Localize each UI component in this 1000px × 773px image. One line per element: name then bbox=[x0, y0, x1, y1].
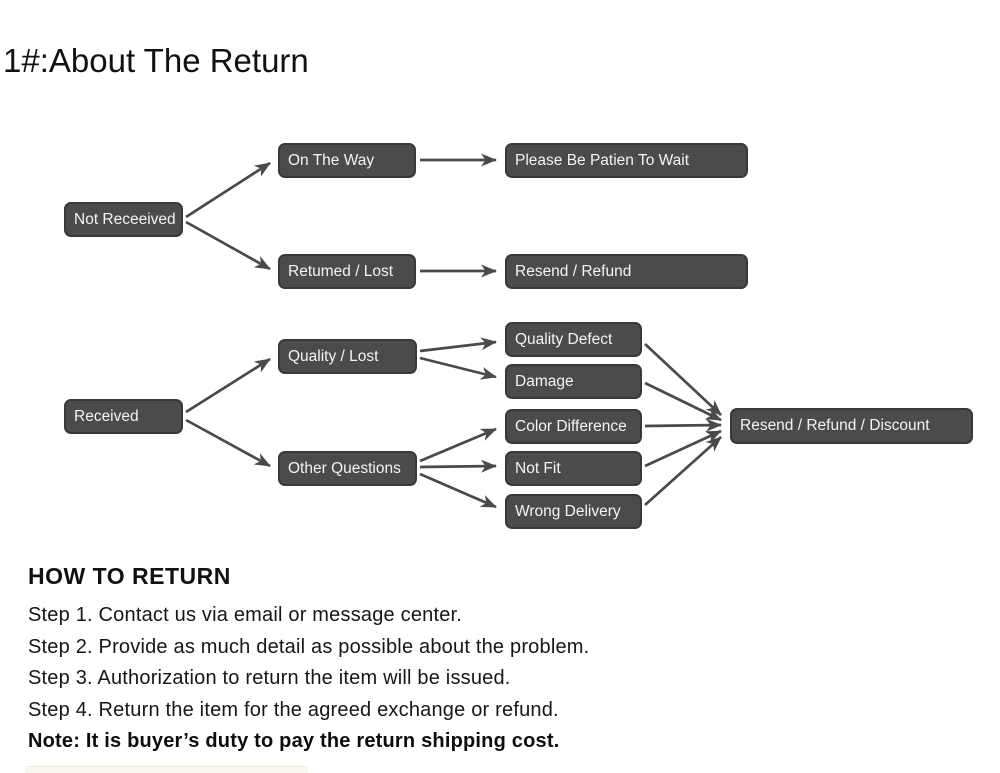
node-damage: Damage bbox=[505, 364, 642, 399]
node-other-questions: Other Questions bbox=[278, 451, 417, 486]
page-title: 1#:About The Return bbox=[3, 42, 309, 80]
return-step-4: Step 4. Return the item for the agreed e… bbox=[28, 698, 559, 721]
arrow-damage-to-resend_refund_discount bbox=[644, 381, 722, 422]
node-wrong-delivery: Wrong Delivery bbox=[505, 494, 642, 529]
arrow-quality_lost-to-damage bbox=[419, 356, 497, 380]
how-to-return-heading: HOW TO RETURN bbox=[28, 563, 231, 589]
return-step-1: Step 1. Contact us via email or message … bbox=[28, 604, 463, 626]
arrow-received-to-other_questions bbox=[185, 418, 271, 468]
arrow-not_received-to-on_the_way bbox=[185, 161, 271, 219]
return-step-3: Step 3. Authorization to return the item… bbox=[28, 667, 511, 690]
return-note: Note: It is buyer’s duty to pay the retu… bbox=[28, 730, 560, 753]
arrow-received-to-quality_lost bbox=[185, 357, 271, 414]
flowchart-arrows bbox=[185, 153, 722, 509]
node-returned-lost: Retumed / Lost bbox=[278, 254, 416, 289]
return-flowchart: Not Receeived On The Way Please Be Patie… bbox=[64, 143, 973, 529]
node-resend-refund-discount: Resend / Refund / Discount bbox=[730, 408, 973, 444]
arrow-other_questions-to-wrong_delivery bbox=[419, 472, 497, 509]
arrow-quality_lost-to-quality_defect bbox=[419, 337, 497, 353]
arrow-quality_defect-to-resend_refund_discount bbox=[644, 343, 722, 416]
return-step-2: Step 2. Provide as much detail as possib… bbox=[28, 635, 590, 658]
arrow-color_difference-to-resend_refund_discount bbox=[644, 418, 722, 432]
how-to-return-section: HOW TO RETURN Step 1. Contact us via ema… bbox=[28, 563, 978, 758]
node-color-difference: Color Difference bbox=[505, 409, 642, 444]
arrow-other_questions-to-color_difference bbox=[419, 427, 497, 463]
node-not-fit: Not Fit bbox=[505, 451, 642, 486]
node-resend-refund: Resend / Refund bbox=[505, 254, 748, 289]
node-on-the-way: On The Way bbox=[278, 143, 416, 178]
arrow-not_received-to-returned_lost bbox=[185, 220, 271, 271]
node-received: Received bbox=[64, 399, 183, 434]
arrow-wrong_delivery-to-resend_refund_discount bbox=[644, 435, 722, 507]
cutoff-next-section-strip bbox=[25, 766, 308, 773]
node-please-be-patient-to-wait: Please Be Patien To Wait bbox=[505, 143, 748, 178]
node-quality-lost: Quality / Lost bbox=[278, 339, 417, 374]
node-not-received: Not Receeived bbox=[64, 202, 183, 237]
arrow-other_questions-to-not_fit bbox=[419, 459, 497, 473]
node-quality-defect: Quality Defect bbox=[505, 322, 642, 357]
